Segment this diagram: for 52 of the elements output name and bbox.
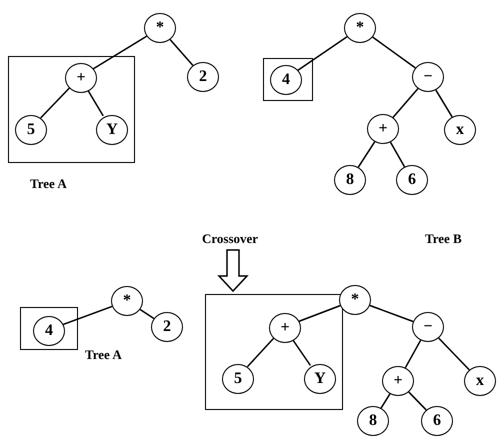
tree-node: 4 <box>33 316 65 346</box>
tree-node: * <box>344 13 376 43</box>
selection-box <box>263 58 313 101</box>
caption-label: Tree B <box>425 231 462 247</box>
tree-branch <box>93 36 147 70</box>
tree-node: 2 <box>151 312 183 342</box>
tree-node: * <box>111 286 143 316</box>
tree-branch <box>62 306 112 326</box>
tree-node: + <box>382 366 414 396</box>
tree-node: Y <box>304 364 336 394</box>
tree-node: x <box>444 115 476 145</box>
tree-node: + <box>65 63 97 93</box>
tree-branch <box>438 338 470 370</box>
tree-branch <box>170 39 194 66</box>
tree-node: Y <box>96 115 128 145</box>
tree-node: − <box>412 62 444 92</box>
selection-box <box>20 307 78 350</box>
tree-branch <box>435 90 453 118</box>
tree-node: 4 <box>270 65 302 95</box>
tree-node: 6 <box>396 165 428 195</box>
tree-branch <box>372 36 416 68</box>
tree-branch <box>292 339 311 366</box>
tree-branch <box>408 392 427 410</box>
tree-node: + <box>269 313 301 343</box>
tree-node: 2 <box>187 62 219 92</box>
selection-box <box>8 56 135 163</box>
caption-label: Tree A <box>85 347 122 363</box>
tree-branch <box>40 88 70 118</box>
tree-node: 5 <box>222 364 254 394</box>
tree-branch <box>298 304 340 322</box>
caption-label: Crossover <box>202 231 258 247</box>
tree-branch <box>298 36 348 71</box>
tree-node: x <box>464 366 496 396</box>
tree-node: * <box>144 13 176 43</box>
tree-node: + <box>367 114 399 144</box>
tree-branch <box>358 141 376 168</box>
tree-branch <box>380 394 391 408</box>
caption-label: Tree A <box>30 176 67 192</box>
tree-branch <box>392 88 418 118</box>
tree-node: 5 <box>15 115 47 145</box>
tree-branch <box>390 142 406 168</box>
tree-node: − <box>412 312 444 342</box>
tree-node: 8 <box>357 406 389 436</box>
tree-branch <box>404 340 422 368</box>
tree-node: 6 <box>421 406 453 436</box>
tree-node: 8 <box>334 165 366 195</box>
tree-branch <box>87 90 104 116</box>
tree-node: * <box>339 285 371 315</box>
selection-box <box>205 294 343 410</box>
tree-branch <box>246 338 274 368</box>
tree-branch <box>370 304 414 322</box>
tree-branch <box>140 308 154 320</box>
